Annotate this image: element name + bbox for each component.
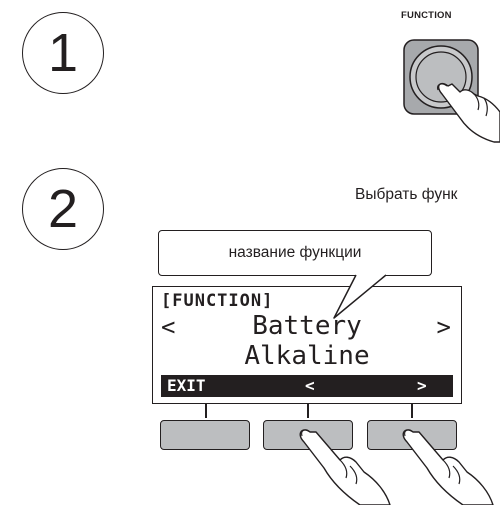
exit-button[interactable] <box>160 420 250 450</box>
tick-exit <box>205 404 207 418</box>
lcd-function-name: Battery <box>252 311 362 341</box>
lcd-arrow-left: < <box>161 313 176 341</box>
step-2-circle: 2 <box>22 168 104 250</box>
lcd-softkey-bar: EXIT < > <box>161 375 453 397</box>
instruction-text: Выбрать функ <box>355 186 458 203</box>
hand-pressing-icon <box>437 82 500 143</box>
function-button[interactable] <box>390 34 500 144</box>
lcd-header: [FUNCTION] <box>161 291 274 311</box>
callout-text: название функции <box>228 244 362 261</box>
lcd-display: [FUNCTION] < > Battery Alkaline EXIT < > <box>152 286 462 404</box>
tick-prev <box>307 404 309 418</box>
lcd-arrow-right: > <box>436 313 451 341</box>
softkey-label-next: > <box>417 376 427 395</box>
softkey-label-exit: EXIT <box>167 376 206 395</box>
tick-next <box>411 404 413 418</box>
step-1-circle: 1 <box>22 12 104 94</box>
step-2-number: 2 <box>47 179 79 239</box>
function-name-callout: название функции <box>158 230 432 276</box>
function-button-label: FUNCTION <box>401 10 452 21</box>
softkey-label-prev: < <box>305 376 315 395</box>
lcd-function-value: Alkaline <box>244 341 370 371</box>
step-1-number: 1 <box>47 23 79 83</box>
